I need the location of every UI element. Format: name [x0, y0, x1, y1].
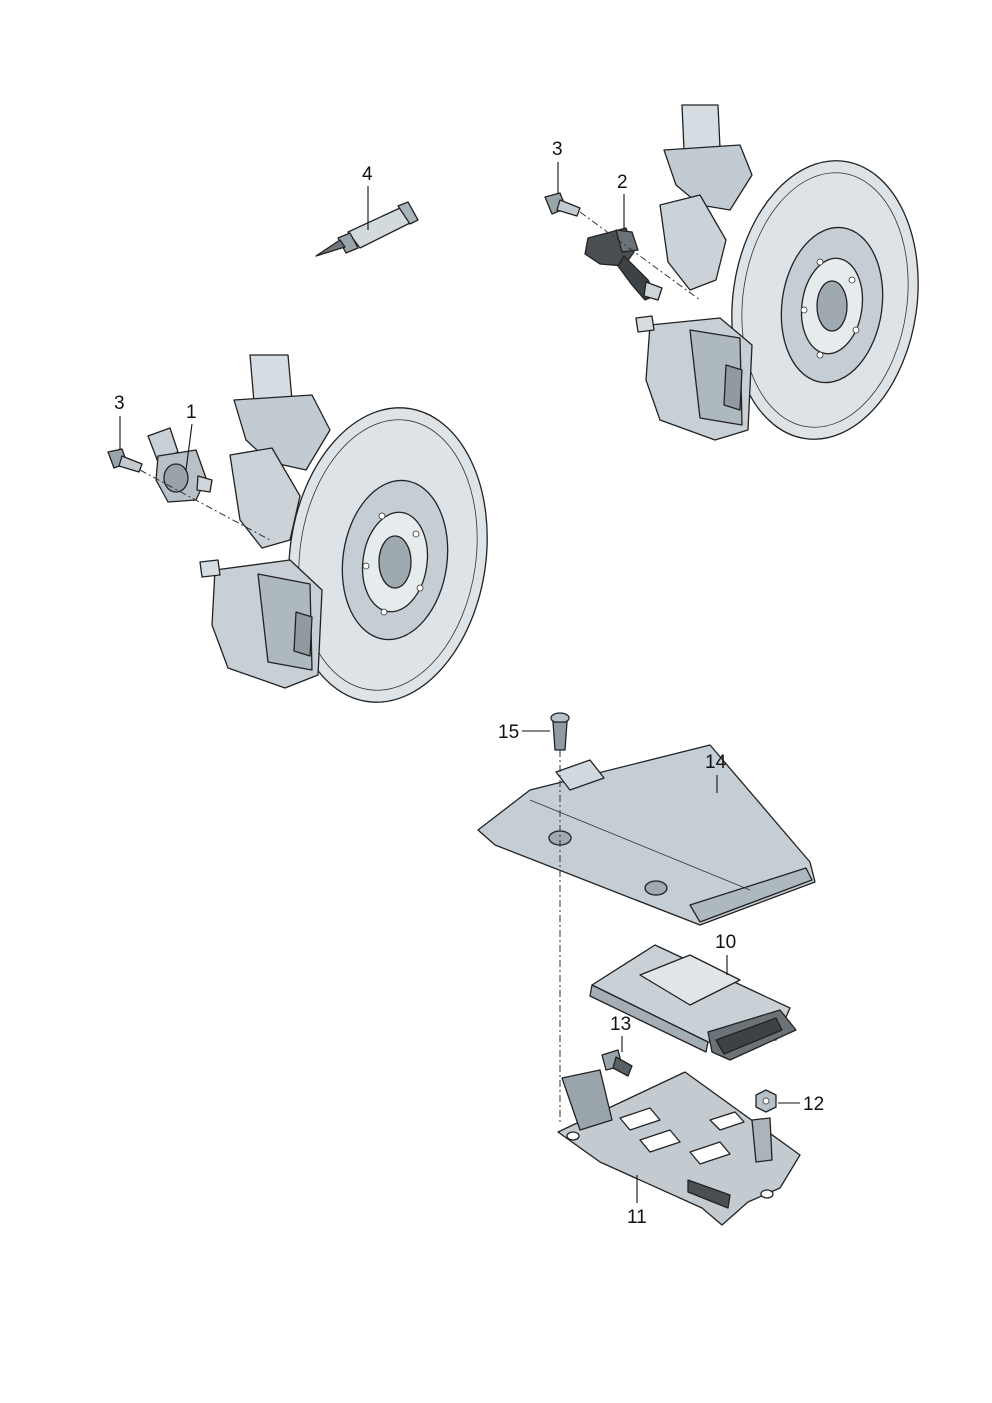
control-unit-10 — [589, 944, 797, 1061]
bolt-3-lower — [107, 448, 143, 473]
callout-14: 14 — [705, 752, 727, 773]
callout-13: 13 — [610, 1014, 631, 1035]
callout-11: 11 — [627, 1207, 647, 1228]
grease-tube-4 — [315, 201, 419, 257]
callout-3-lower: 3 — [114, 393, 125, 414]
speed-sensor-1 — [147, 427, 213, 503]
callout-2: 2 — [617, 172, 628, 193]
bracket-11 — [557, 1069, 801, 1226]
speed-sensor-2 — [584, 227, 663, 301]
callout-12: 12 — [803, 1094, 824, 1115]
callout-4: 4 — [362, 164, 373, 185]
nut-12 — [755, 1089, 777, 1113]
wheel-hub-assembly-right — [635, 104, 919, 441]
cover-plate-14 — [477, 744, 816, 926]
callout-15: 15 — [498, 722, 519, 743]
callout-3-upper: 3 — [552, 139, 563, 160]
callout-1: 1 — [186, 402, 197, 423]
screw-15 — [550, 712, 570, 751]
wheel-hub-assembly-left — [199, 354, 488, 703]
bolt-3-upper — [544, 192, 581, 217]
callout-10: 10 — [715, 932, 736, 953]
bolt-13 — [601, 1049, 633, 1077]
